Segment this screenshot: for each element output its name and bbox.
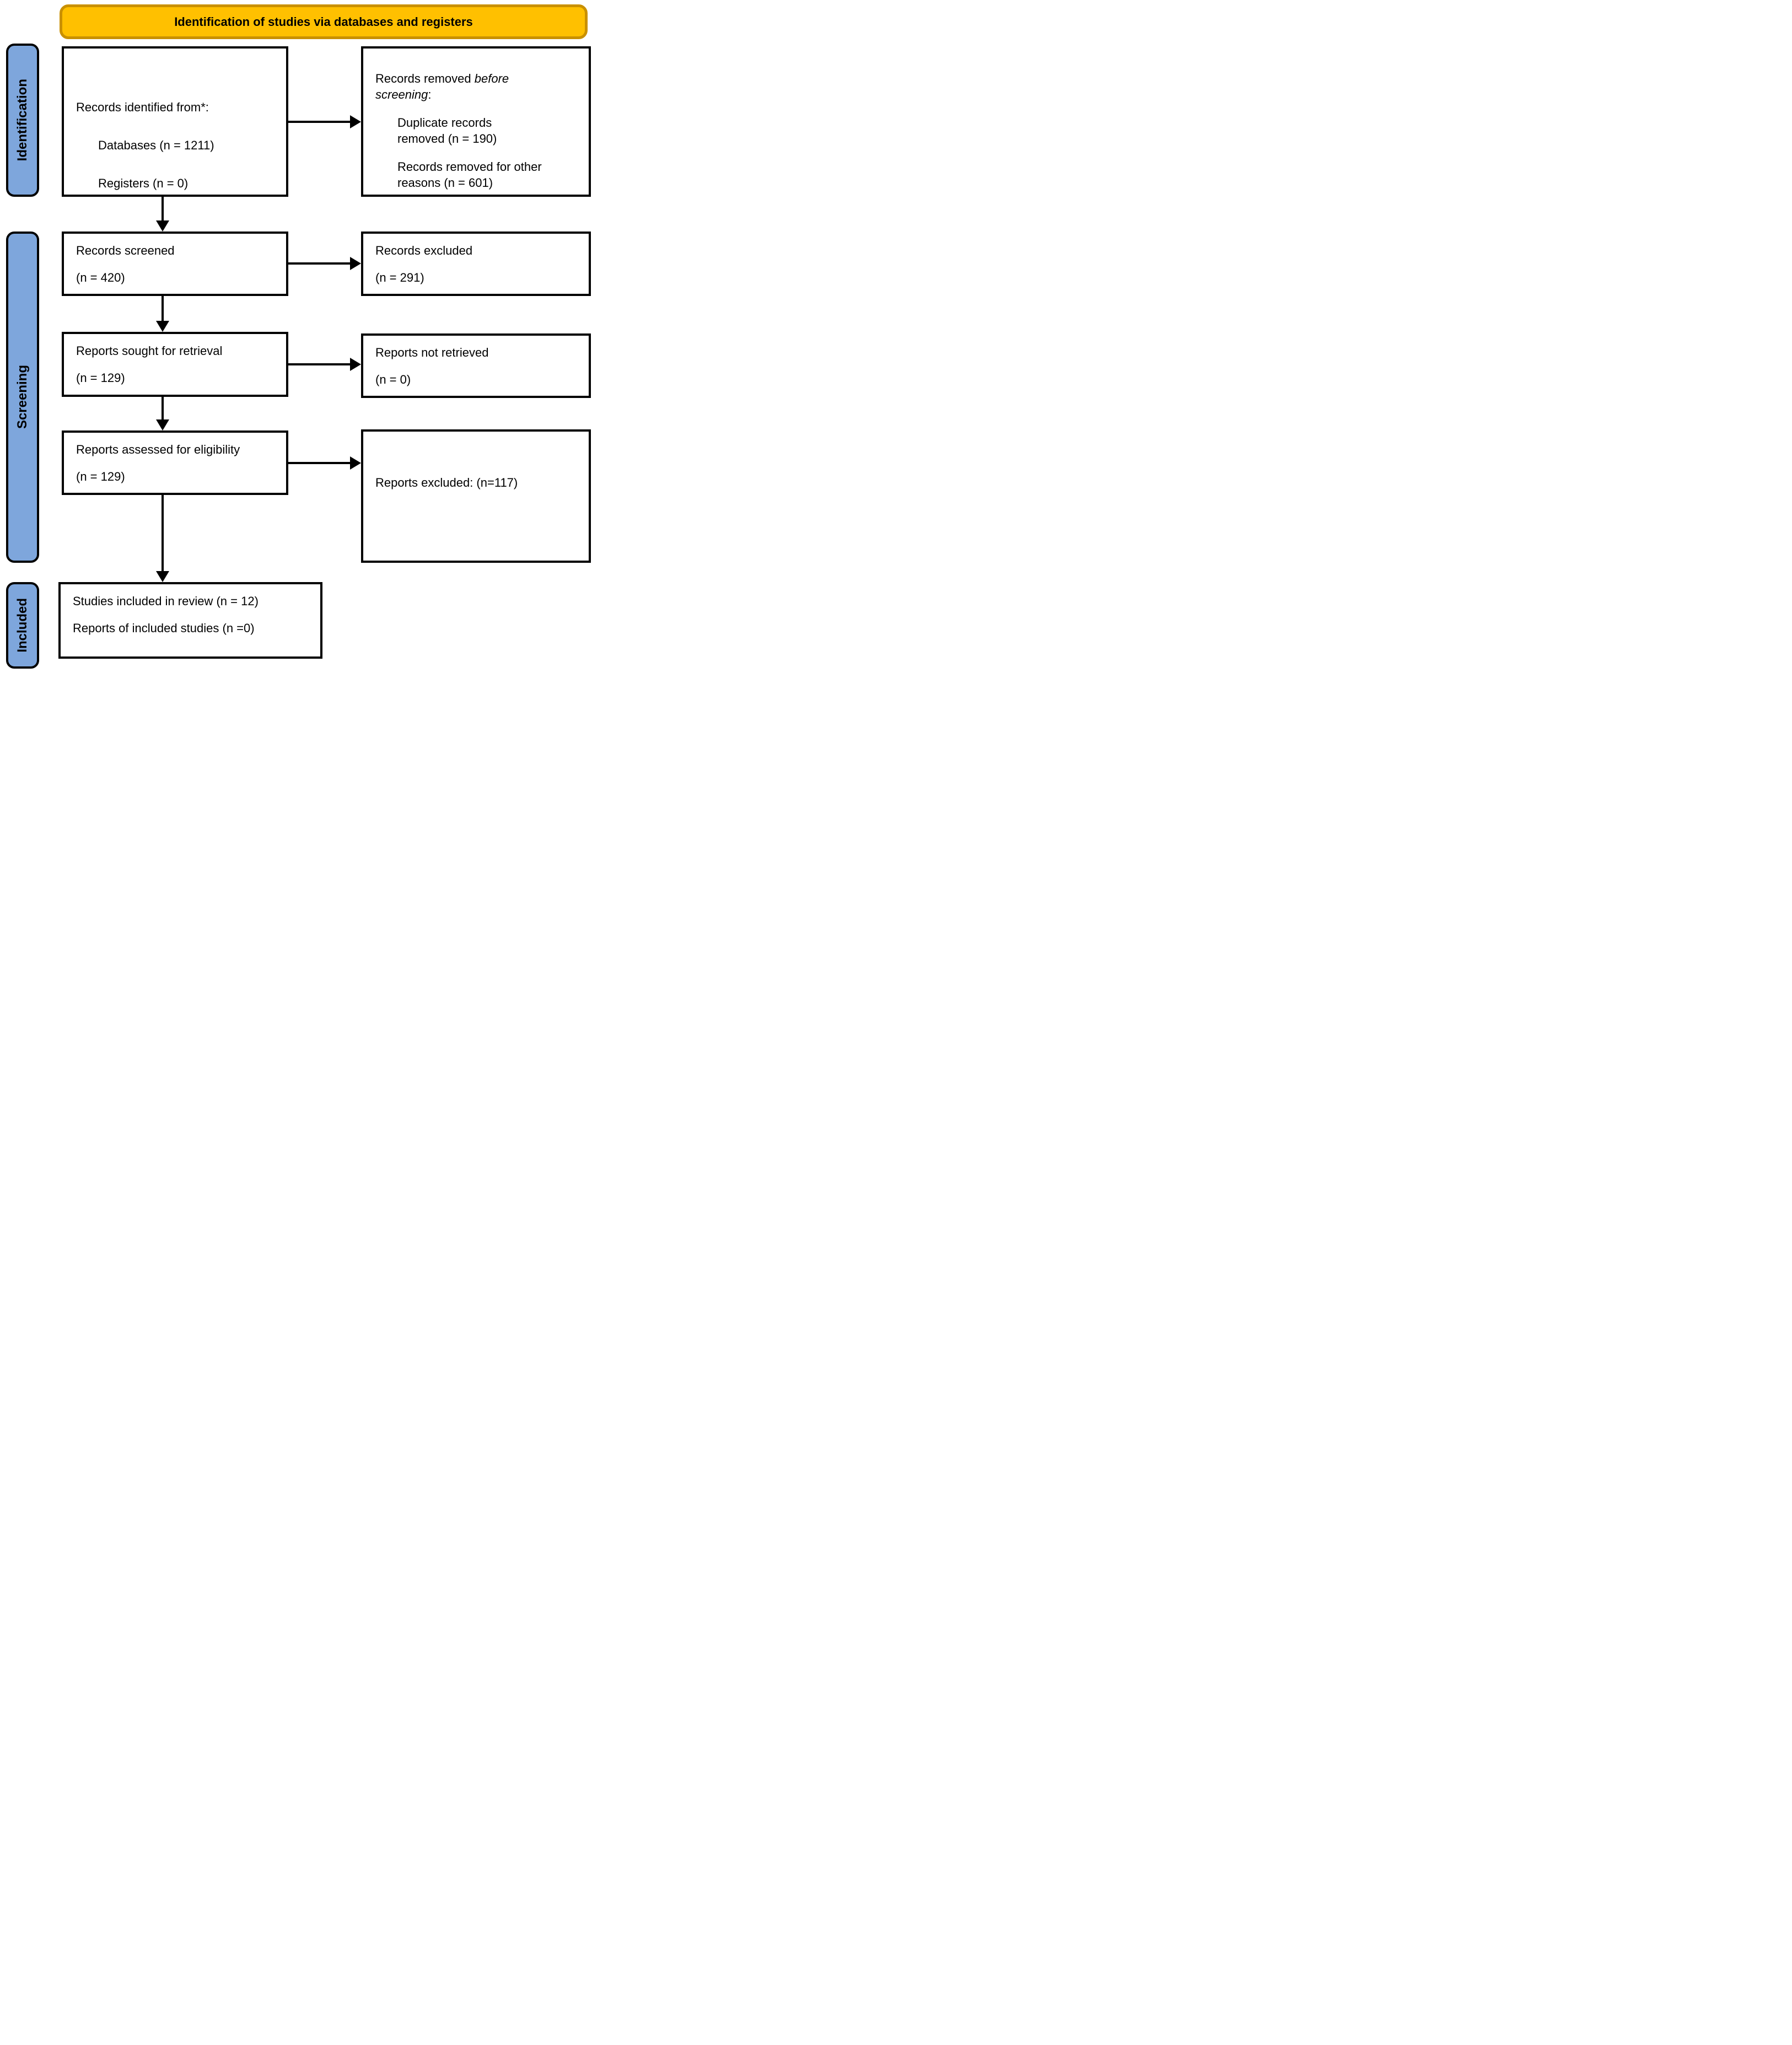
- box-reports-excluded: Reports excluded: (n=117): [361, 429, 591, 563]
- arrowhead-down-icon: [156, 419, 169, 430]
- stage-label-included: Included: [6, 582, 39, 669]
- box-studies-included: Studies included in review (n = 12) Repo…: [58, 582, 322, 659]
- box-reports-sought: Reports sought for retrieval (n = 129): [62, 332, 288, 397]
- reports-assessed-title: Reports assessed for eligibility: [76, 443, 240, 456]
- records-identified-registers: Registers (n = 0): [98, 176, 189, 190]
- arrowhead-down-icon: [156, 321, 169, 332]
- reports-excluded-title: Reports excluded: (n=117): [375, 476, 518, 489]
- stage-label-screening: Screening: [6, 232, 39, 563]
- stage-label-identification: Identification: [6, 44, 39, 197]
- arrow-assessed-to-reports-excluded: [288, 456, 361, 470]
- arrow-shaft: [162, 296, 164, 324]
- records-excluded-count: (n = 291): [375, 271, 424, 284]
- arrowhead-down-icon: [156, 220, 169, 232]
- records-identified-heading: Records identified from*:: [76, 100, 209, 114]
- stage-label-identification-text: Identification: [15, 79, 30, 162]
- arrow-shaft: [288, 363, 352, 365]
- banner-title: Identification of studies via databases …: [174, 14, 473, 29]
- stage-label-included-text: Included: [15, 598, 30, 653]
- records-removed-heading-prefix: Records removed: [375, 72, 475, 85]
- records-removed-heading-italic: before screening: [375, 72, 509, 101]
- records-identified-databases: Databases (n = 1211): [98, 138, 214, 152]
- reports-sought-count: (n = 129): [76, 371, 125, 385]
- box-records-excluded: Records excluded (n = 291): [361, 232, 591, 296]
- box-records-removed-before-screening: Records removed before screening: Duplic…: [361, 46, 591, 197]
- records-screened-title: Records screened: [76, 244, 175, 257]
- arrow-shaft: [288, 121, 352, 123]
- records-removed-heading-suffix: :: [428, 88, 432, 101]
- box-reports-assessed: Reports assessed for eligibility (n = 12…: [62, 430, 288, 495]
- arrow-screened-to-sought: [156, 296, 169, 332]
- arrow-shaft: [288, 262, 352, 265]
- arrow-shaft: [162, 197, 164, 224]
- box-records-screened: Records screened (n = 420): [62, 232, 288, 296]
- records-removed-duplicates: Duplicate records removed (n = 190): [397, 116, 497, 146]
- arrow-shaft: [162, 397, 164, 423]
- reports-assessed-count: (n = 129): [76, 470, 125, 483]
- records-excluded-title: Records excluded: [375, 244, 473, 257]
- arrow-identified-to-removed: [288, 115, 361, 128]
- records-screened-count: (n = 420): [76, 271, 125, 284]
- stage-label-screening-text: Screening: [15, 365, 30, 429]
- arrow-identified-to-screened: [156, 197, 169, 232]
- records-removed-heading: Records removed before screening:: [363, 71, 541, 103]
- reports-not-retrieved-count: (n = 0): [375, 373, 411, 386]
- arrow-shaft: [162, 495, 164, 574]
- reports-not-retrieved-title: Reports not retrieved: [375, 346, 489, 359]
- arrow-screened-to-excluded: [288, 257, 361, 270]
- arrow-shaft: [288, 462, 352, 464]
- reports-of-included-line: Reports of included studies (n =0): [73, 621, 255, 635]
- box-records-identified: Records identified from*: Databases (n =…: [62, 46, 288, 197]
- records-removed-other-reasons: Records removed for other reasons (n = 6…: [397, 160, 542, 190]
- arrowhead-down-icon: [156, 571, 169, 582]
- arrow-assessed-to-included: [156, 495, 169, 582]
- reports-sought-title: Reports sought for retrieval: [76, 344, 223, 358]
- arrowhead-right-icon: [350, 257, 361, 270]
- arrowhead-right-icon: [350, 456, 361, 470]
- box-reports-not-retrieved: Reports not retrieved (n = 0): [361, 333, 591, 398]
- arrowhead-right-icon: [350, 115, 361, 128]
- studies-included-line: Studies included in review (n = 12): [73, 594, 259, 608]
- arrow-sought-to-not-retrieved: [288, 358, 361, 371]
- prisma-flow-diagram: Identification of studies via databases …: [0, 0, 598, 682]
- arrow-sought-to-assessed: [156, 397, 169, 430]
- banner-databases-registers: Identification of studies via databases …: [60, 4, 588, 39]
- arrowhead-right-icon: [350, 358, 361, 371]
